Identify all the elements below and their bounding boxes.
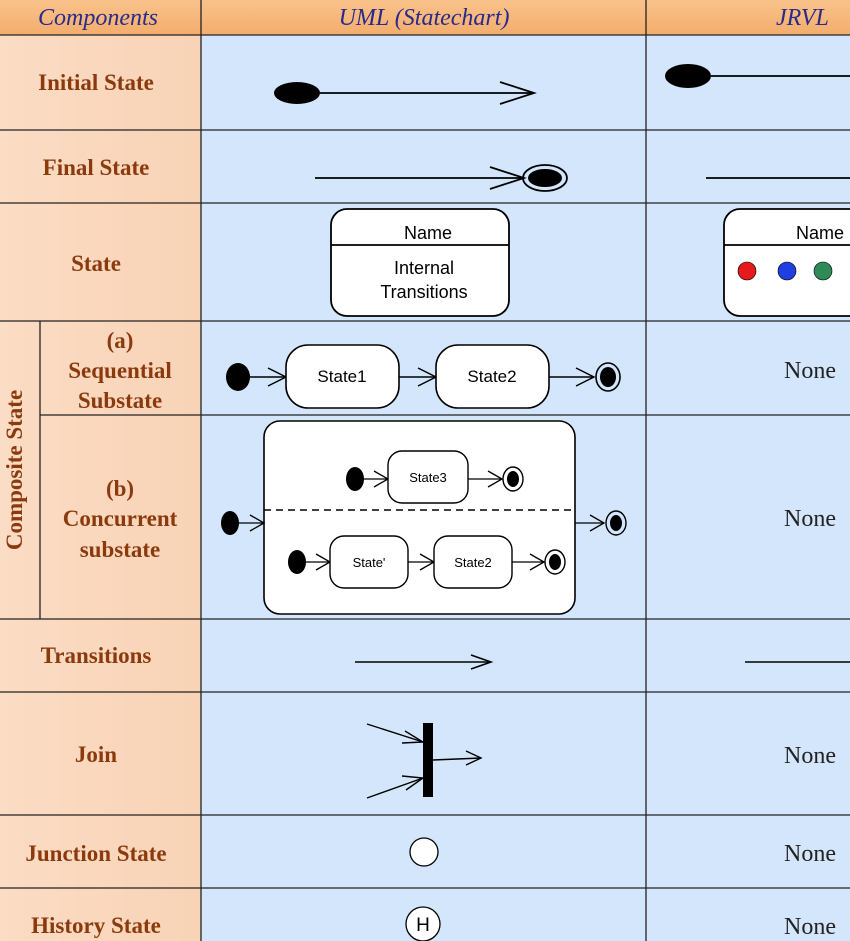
label-substate-b: substate	[80, 537, 161, 562]
uml-concurrent-substate: State3 State' State2	[221, 420, 627, 615]
component-column-background	[0, 35, 201, 941]
jrvl-concurrent-none: None	[784, 506, 836, 532]
header-components: Components	[38, 5, 158, 31]
uml-final-state	[315, 164, 568, 192]
uml-seq-state1: State1	[317, 367, 366, 386]
uml-sequential-substate: State1 State2	[226, 344, 621, 409]
jrvl-history-none: None	[784, 914, 836, 940]
uml-seq-state2: State2	[467, 367, 516, 386]
header-uml-statechart: UML (Statechart)	[339, 5, 510, 31]
label-initial-state: Initial State	[38, 70, 154, 95]
label-transitions: Transitions	[41, 643, 152, 668]
uml-state: Name Internal Transitions	[330, 208, 510, 317]
label-state: State	[71, 251, 121, 276]
label-substate-a: Substate	[78, 388, 162, 413]
label-sequential: Sequential	[68, 358, 172, 383]
uml-state-name: Name	[404, 223, 452, 243]
label-concurrent-b: (b)	[106, 476, 134, 501]
label-history-state: History State	[31, 913, 161, 938]
jrvl-join-none: None	[784, 743, 836, 769]
jrvl-state: Name	[723, 208, 850, 317]
label-sequential-a: (a)	[107, 328, 134, 353]
label-final-state: Final State	[43, 155, 150, 180]
uml-history-state: H	[405, 906, 441, 941]
header-jrvl: JRVL	[776, 5, 829, 31]
uml-state-internal-1: Internal	[394, 258, 454, 278]
header-background	[0, 0, 850, 35]
uml-conc-state2: State2	[454, 555, 492, 570]
label-concurrent: Concurrent	[63, 506, 178, 531]
uml-join	[366, 723, 483, 799]
jrvl-initial-state	[665, 64, 850, 88]
label-join: Join	[75, 742, 117, 767]
jrvl-state-dot-red	[737, 261, 757, 281]
uml-junction-state	[409, 837, 439, 867]
uml-history-label: H	[416, 915, 430, 936]
jrvl-sequential-none: None	[784, 358, 836, 384]
jrvl-state-name: Name	[796, 223, 844, 243]
uml-state-internal-2: Transitions	[380, 282, 467, 302]
uml-conc-state1: State'	[353, 555, 386, 570]
uml-transition-arrow	[355, 654, 494, 670]
uml-initial-state	[274, 81, 537, 105]
label-composite-state: Composite State	[2, 390, 27, 550]
jrvl-state-dot-blue	[777, 261, 797, 281]
jrvl-state-dot-green	[813, 261, 833, 281]
label-junction-state: Junction State	[25, 841, 166, 866]
jrvl-junction-none: None	[784, 841, 836, 867]
uml-conc-state3: State3	[409, 470, 447, 485]
